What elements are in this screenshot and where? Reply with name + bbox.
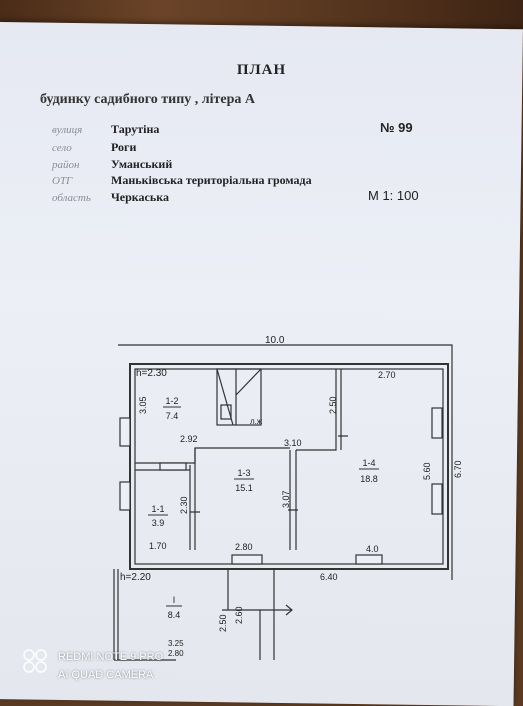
window <box>119 481 131 511</box>
porch-area: 8.4 <box>168 610 181 620</box>
field-region: область Черкаська <box>52 190 169 205</box>
field-value: Тарутіна <box>111 122 160 136</box>
camera-watermark: REDMI NOTE 9 PRO AI QUAD CAMERA <box>58 648 163 684</box>
room-1-1-area: 3.9 <box>152 518 165 528</box>
scale-label: М 1: 100 <box>368 188 419 203</box>
porch-id: I <box>173 595 176 605</box>
porch-walls-right <box>222 569 275 660</box>
window <box>119 417 131 447</box>
stove-label: л.ж <box>250 417 263 426</box>
field-value: Роги <box>111 140 137 154</box>
window <box>431 483 443 515</box>
stove-box <box>220 404 232 420</box>
field-street: вулиця Тарутіна <box>52 122 159 137</box>
field-label: село <box>52 142 72 154</box>
field-label: район <box>52 159 80 171</box>
room-1-4-area: 18.8 <box>360 474 378 484</box>
watermark-line-1: REDMI NOTE 9 PRO <box>58 651 164 663</box>
dim-5-60: 5.60 <box>422 462 432 480</box>
room-1-3-area: 15.1 <box>235 483 253 493</box>
dim-2-80: 2.80 <box>235 542 253 552</box>
height-main: h=2.30 <box>136 368 167 379</box>
dim-2-92: 2.92 <box>180 434 198 444</box>
dim-1-70: 1.70 <box>149 541 167 551</box>
dim-3-10: 3.10 <box>284 438 302 448</box>
document-subtitle: будинку садибного типу , літера А <box>40 92 256 107</box>
inner-outline <box>134 368 444 565</box>
dim-3-07: 3.07 <box>281 490 291 508</box>
entry-arrowhead <box>285 604 293 616</box>
dim-2-80-porch: 2.80 <box>168 649 184 658</box>
field-value: Уманський <box>111 157 173 171</box>
overall-dimension-line <box>118 344 453 580</box>
field-village: село Роги <box>52 140 136 155</box>
camera-logo-icon <box>23 649 47 673</box>
window <box>231 554 263 565</box>
dimension-ticks <box>190 435 348 513</box>
dim-4-0: 4.0 <box>366 544 379 554</box>
window <box>355 554 383 565</box>
house-number: № 99 <box>380 120 413 135</box>
height-porch: h=2.20 <box>120 572 151 583</box>
dim-3-05: 3.05 <box>138 396 148 414</box>
room-1-4-id: 1-4 <box>362 458 375 468</box>
room-1-2-area: 7.4 <box>166 411 179 421</box>
field-label: область <box>52 192 91 204</box>
room-1-1-id: 1-1 <box>151 504 164 514</box>
field-label: вулиця <box>52 124 83 136</box>
dim-6-40: 6.40 <box>320 572 338 582</box>
dim-overall-width: 10.0 <box>265 335 285 346</box>
dim-2-30: 2.30 <box>179 496 189 514</box>
page-title: ПЛАН <box>236 62 287 78</box>
dim-2-50: 2.50 <box>328 396 338 414</box>
outer-walls <box>129 363 449 570</box>
watermark-line-2: AI QUAD CAMERA <box>58 669 154 681</box>
wall-1-1 <box>189 448 196 550</box>
field-label: ОТГ <box>52 175 73 187</box>
stove <box>216 368 262 426</box>
dim-2-60: 2.60 <box>234 606 244 624</box>
dim-3-25: 3.25 <box>168 639 184 648</box>
window <box>159 462 187 471</box>
wall-1-3-1-4 <box>289 450 297 550</box>
field-value: Черкаська <box>111 190 169 204</box>
window <box>431 407 443 439</box>
wall-1-2 <box>135 447 212 464</box>
stove-hatching <box>216 368 262 426</box>
room-1-2-id: 1-2 <box>165 396 178 406</box>
field-district: район Уманський <box>52 157 172 172</box>
dim-6-70: 6.70 <box>453 460 463 478</box>
field-community: ОТГ Маньківська територіальна громада <box>52 173 312 188</box>
dim-2-50-porch: 2.50 <box>218 614 228 632</box>
room-1-3-id: 1-3 <box>237 468 250 478</box>
porch-walls <box>113 569 176 661</box>
field-value: Маньківська територіальна громада <box>111 173 312 187</box>
dim-2-70: 2.70 <box>378 370 396 380</box>
